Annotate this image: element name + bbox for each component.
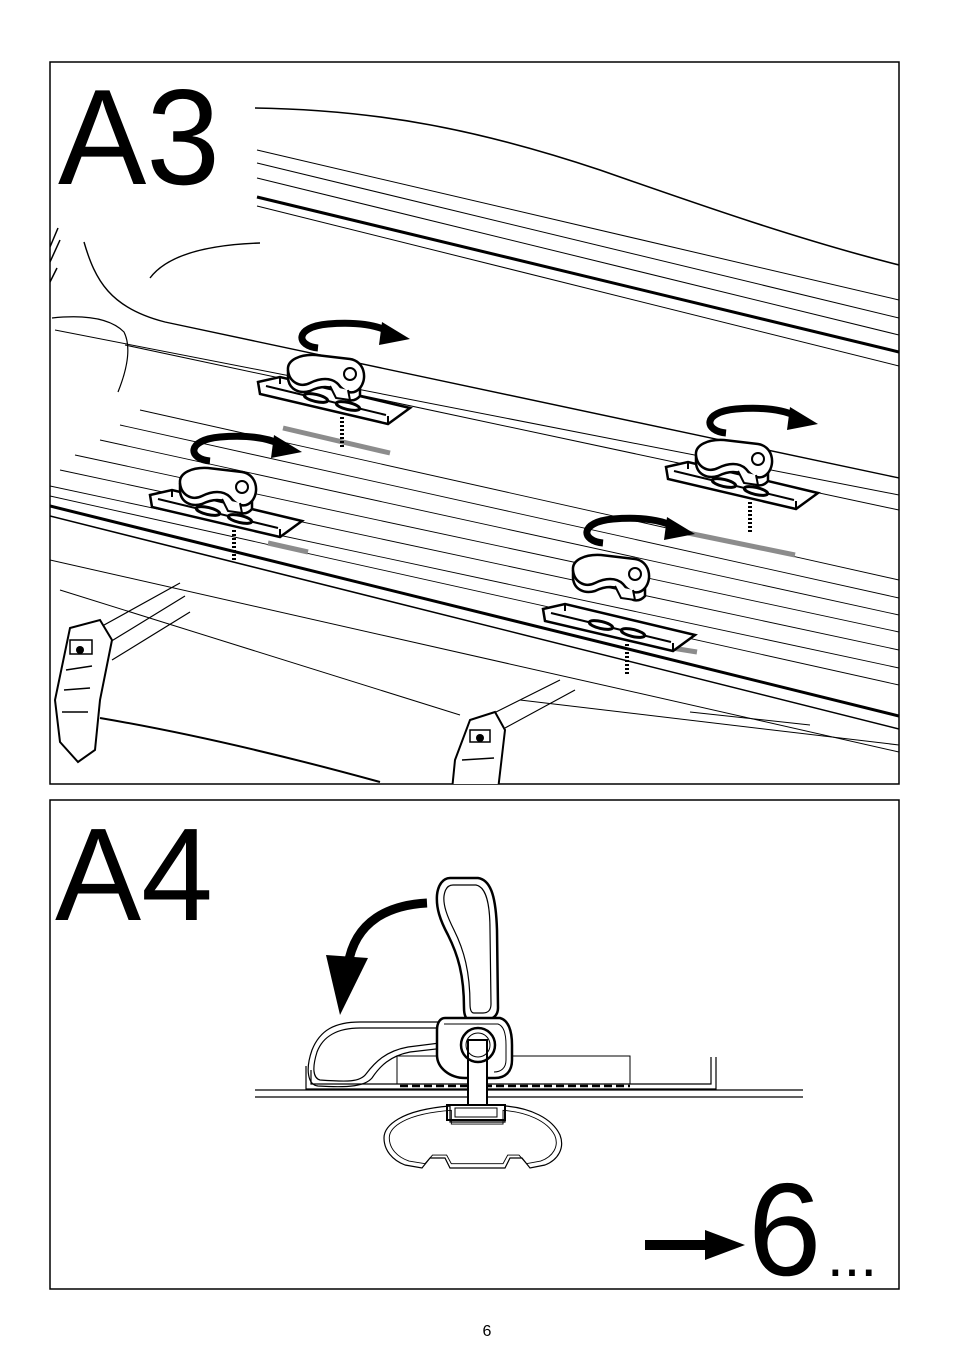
roof-bar-foot-middle — [452, 712, 505, 790]
curved-arrow-icon — [587, 517, 695, 543]
curved-arrow-icon — [326, 903, 427, 1015]
next-step-reference[interactable]: 6 ... — [645, 1156, 877, 1303]
curved-arrow-icon — [194, 435, 302, 461]
step-label-a4: A4 — [55, 801, 213, 948]
roof-bar-foot-left — [55, 620, 112, 762]
clamp-1 — [258, 322, 410, 448]
step-label-a3: A3 — [58, 61, 220, 213]
next-step-number: 6 — [748, 1156, 821, 1303]
page-number: 6 — [483, 1323, 492, 1340]
clamp-3 — [666, 407, 818, 533]
curved-arrow-icon — [302, 322, 410, 348]
next-step-ellipsis: ... — [827, 1222, 877, 1289]
right-arrow-icon — [645, 1230, 745, 1260]
curved-arrow-icon — [710, 407, 818, 433]
clamp-2 — [150, 435, 302, 561]
clamp-4 — [543, 517, 695, 675]
